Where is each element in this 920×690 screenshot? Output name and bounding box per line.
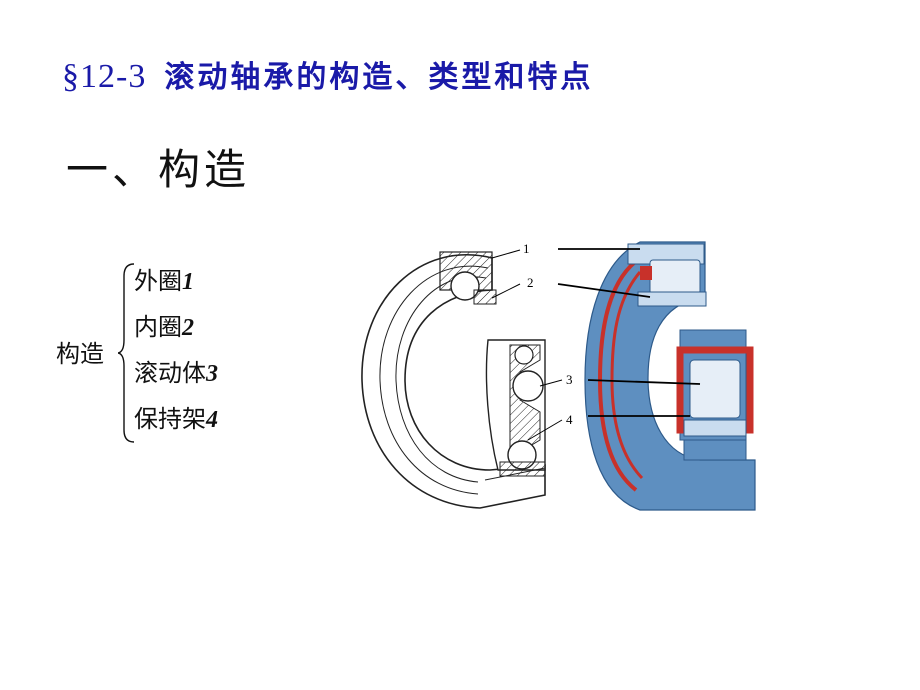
item-number: 3: [206, 361, 218, 387]
callouts: 1 2 3 4: [491, 241, 701, 441]
callout-label-3: 3: [566, 372, 573, 387]
section-heading: 一、构造: [66, 145, 251, 194]
item-number: 2: [182, 315, 194, 341]
ball-bearing-drawing: [361, 251, 546, 509]
item-text: 滚动体: [134, 359, 206, 387]
list-item-cage: 保持架4: [134, 396, 218, 442]
item-text: 保持架: [134, 405, 206, 433]
callout-label-4: 4: [566, 412, 573, 427]
title-text: 滚动轴承的构造、类型和特点: [164, 60, 594, 95]
page-title: §12-3 滚动轴承的构造、类型和特点: [62, 52, 593, 96]
structure-items: 外圈1 内圈2 滚动体3 保持架4: [134, 258, 218, 442]
section-number: §12-3: [62, 58, 147, 95]
brace-icon: [118, 263, 135, 443]
callout-label-1: 1: [523, 241, 530, 256]
structure-label: 构造: [56, 340, 104, 368]
list-item-rolling-element: 滚动体3: [134, 350, 218, 396]
list-item-outer-ring: 外圈1: [134, 258, 218, 304]
item-number: 4: [206, 407, 218, 433]
structure-list: 构造 外圈1 内圈2 滚动体3 保持架4: [54, 258, 274, 448]
item-number: 1: [182, 269, 194, 295]
list-item-inner-ring: 内圈2: [134, 304, 218, 350]
item-text: 内圈: [134, 313, 182, 341]
item-text: 外圈: [134, 267, 182, 295]
callout-label-2: 2: [527, 275, 534, 290]
roller-bearing-drawing: [584, 241, 756, 511]
